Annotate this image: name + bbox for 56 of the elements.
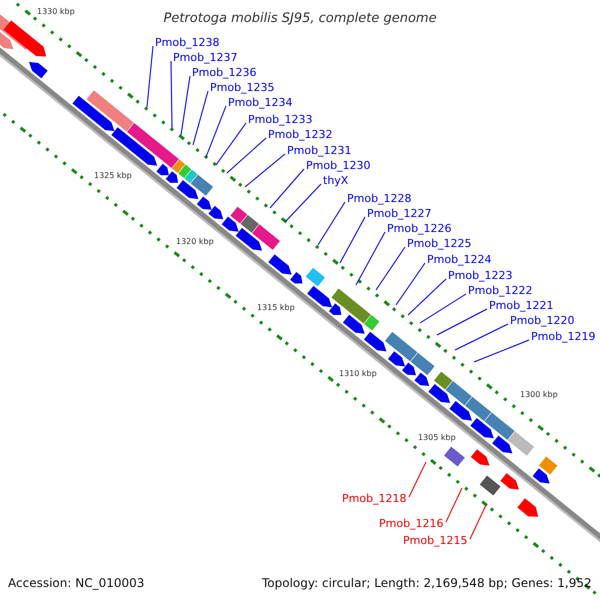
- leader-line: [396, 262, 426, 306]
- leader-line: [376, 246, 406, 290]
- leader-line: [356, 232, 386, 286]
- gene-label: Pmob_1215: [403, 535, 468, 546]
- gene-label: thyX: [323, 175, 348, 186]
- gene-label: Pmob_1232: [268, 129, 333, 140]
- leader-line: [244, 154, 286, 188]
- leader-line: [446, 488, 462, 522]
- gene-label: Pmob_1226: [387, 223, 452, 234]
- leader-line: [454, 324, 508, 350]
- gene-label: Pmob_1223: [448, 270, 513, 281]
- scale-label: 1300 kbp: [520, 391, 558, 399]
- gene-label: Pmob_1227: [367, 208, 432, 219]
- scale-label: 1325 kbp: [94, 172, 132, 180]
- scale-label: 1330 kbp: [37, 8, 75, 16]
- gene-label: Pmob_1233: [248, 114, 313, 125]
- leader-line: [470, 504, 486, 540]
- leader-line: [146, 46, 154, 108]
- gene-label: Pmob_1220: [510, 315, 575, 326]
- gene-label: Pmob_1216: [379, 518, 444, 529]
- leader-line: [318, 202, 346, 246]
- leader-line: [286, 184, 322, 222]
- gene-label: Pmob_1231: [287, 145, 352, 156]
- leader-line: [180, 76, 190, 136]
- gene-label: Pmob_1218: [342, 493, 407, 504]
- leader-line: [270, 168, 304, 208]
- scale-label: 1310 kbp: [339, 370, 377, 378]
- accession-text: Accession: NC_010003: [8, 577, 144, 589]
- genome-summary-text: Topology: circular; Length: 2,169,548 bp; Genes: 1,952: [262, 577, 592, 589]
- gene-label: Pmob_1238: [155, 37, 220, 48]
- scale-label: 1305 kbp: [418, 434, 456, 442]
- leader-line: [170, 60, 172, 128]
- gene-label: Pmob_1222: [468, 285, 533, 296]
- leader-line: [408, 462, 426, 498]
- gene-label: Pmob_1235: [210, 82, 275, 93]
- gene-label: Pmob_1224: [427, 254, 492, 265]
- leader-line: [226, 138, 266, 174]
- gene-label: Pmob_1230: [306, 160, 371, 171]
- gene-label: Pmob_1221: [489, 300, 554, 311]
- gene-label: Pmob_1228: [347, 193, 412, 204]
- leader-line: [192, 90, 208, 146]
- gene-label: Pmob_1237: [173, 52, 238, 63]
- gene-label: Pmob_1219: [531, 331, 596, 342]
- gene-label: Pmob_1234: [228, 97, 293, 108]
- gene-label: Pmob_1225: [407, 238, 472, 249]
- leader-line: [408, 278, 446, 316]
- scale-label: 1315 kbp: [257, 304, 295, 312]
- leader-line: [436, 308, 488, 336]
- leader-line: [420, 294, 466, 324]
- leader-line: [340, 216, 366, 264]
- gene-label: Pmob_1236: [192, 67, 257, 78]
- leader-line: [216, 122, 246, 166]
- scale-label: 1320 kbp: [176, 238, 214, 246]
- leader-line: [206, 106, 226, 158]
- title: Petrotoga mobilis SJ95, complete genome: [164, 12, 437, 25]
- leader-line: [474, 340, 530, 362]
